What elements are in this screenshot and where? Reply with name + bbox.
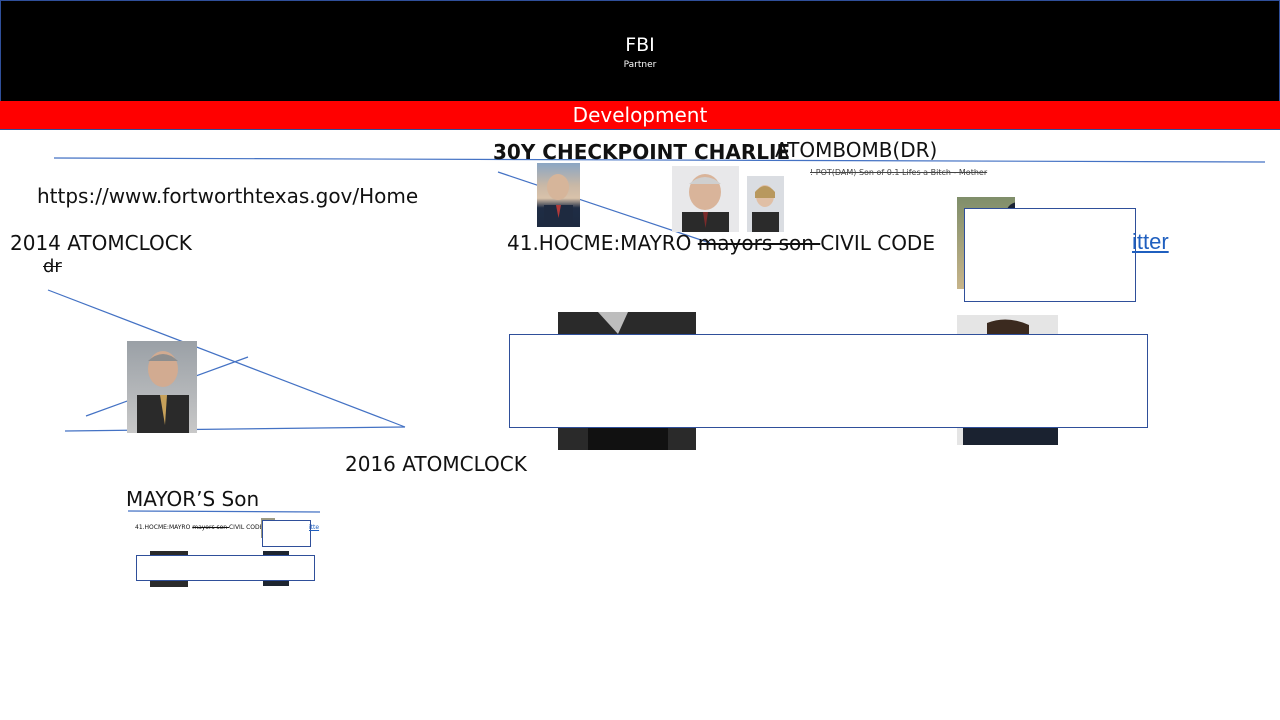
header-bar — [0, 0, 1280, 102]
thumbnail-civil-struck: mayors son — [192, 524, 229, 531]
thumbnail-civil-suffix: CIVIL CODE — [228, 524, 264, 531]
portrait-photo-2 — [672, 166, 739, 232]
url-text[interactable]: https://www.fortworthtexas.gov/Home — [37, 184, 419, 208]
thumbnail-box-1 — [262, 520, 311, 547]
portrait-photo-3 — [747, 176, 784, 232]
civil-code-prefix: 41.HOCME:MAYRO — [507, 231, 698, 255]
twitter-link[interactable]: itter — [1132, 229, 1169, 254]
civil-code-line: 41.HOCME:MAYRO mayors son CIVIL CODE — [507, 231, 935, 255]
mayors-son-label: MAYOR’S Son — [126, 487, 260, 511]
label-2014-atomclock: 2014 ATOMCLOCK — [10, 231, 192, 255]
header-subtitle: Partner — [623, 60, 657, 70]
thumbnail-civil-code: 41.HOCME:MAYRO mayors son CIVIL CODE — [135, 524, 263, 531]
struck-dr: dr — [43, 256, 62, 277]
portrait-photo-1 — [537, 163, 580, 227]
slide-thumbnail: 41.HOCME:MAYRO mayors son CIVIL CODE itt… — [130, 515, 330, 590]
portrait-photo-7 — [127, 341, 197, 433]
header-title: FBI — [625, 34, 655, 56]
thumbnail-link: itte — [309, 524, 320, 531]
civil-code-struck: mayors son — [697, 231, 821, 255]
blank-box-center — [509, 334, 1148, 428]
atombomb-heading: ATOMBOMB(DR) — [775, 138, 938, 162]
development-banner: Development — [0, 101, 1280, 130]
civil-code-suffix: CIVIL CODE — [820, 231, 935, 255]
label-2016-atomclock: 2016 ATOMCLOCK — [345, 452, 527, 476]
thumbnail-civil-prefix: 41.HOCME:MAYRO — [135, 524, 193, 531]
struck-note: ! POT(DAM) Son of 0.1 Lifes a Bitch - Mo… — [810, 168, 988, 177]
thumbnail-box-2 — [136, 555, 315, 581]
checkpoint-heading: 30Y CHECKPOINT CHARLIE — [493, 140, 791, 164]
blank-box-top-right — [964, 208, 1136, 302]
